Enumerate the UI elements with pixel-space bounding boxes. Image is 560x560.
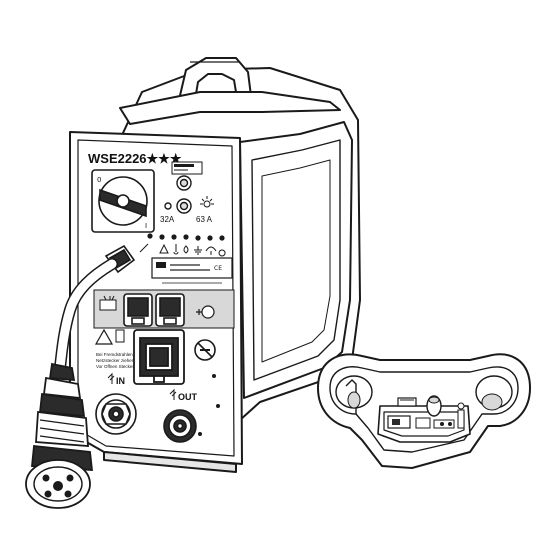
warning-triangle-icon [94, 328, 114, 345]
panel-screws [198, 374, 220, 436]
pendant-components [387, 395, 465, 429]
warning-text-3: Vor Offnen Stecker ziehen [96, 364, 149, 369]
latch-left[interactable] [123, 293, 153, 327]
warning-text-2: Netzstecker ziehen [96, 358, 135, 363]
socket-box[interactable] [133, 329, 185, 385]
type-plate: CE [151, 257, 233, 284]
fan-icon [218, 249, 226, 257]
connector-tab [397, 397, 417, 407]
tool-icon [139, 243, 149, 253]
no-symbol-icon [194, 339, 216, 361]
current-low-label: 32A [160, 215, 175, 224]
plug-pin-icon [42, 474, 74, 498]
out-label-icon [169, 388, 177, 400]
light-icon [200, 196, 214, 208]
svg-text:CE: CE [214, 265, 222, 272]
status-symbol-row [139, 243, 226, 257]
indicator-lamps [164, 175, 214, 214]
control-pendant [317, 353, 531, 469]
power-cable [54, 258, 118, 374]
info-plate [171, 161, 203, 175]
thermometer-icon [173, 244, 179, 255]
current-high-label: 63 A [196, 215, 213, 224]
port-in-label: IN [116, 376, 125, 386]
cee-power-plug [25, 362, 94, 509]
ground-icon [194, 246, 202, 255]
warning-triangle-icon [159, 243, 169, 254]
latch-right[interactable] [155, 293, 185, 327]
umbrella-icon [205, 246, 217, 255]
in-label-icon [107, 372, 115, 384]
model-label: WSE2226★★★ [88, 151, 182, 166]
switch-off-label: 0 [97, 176, 101, 184]
welding-mode-icon [99, 295, 117, 311]
switch-on-label: I [145, 222, 147, 230]
warning-text-1: Bei Fremdstrahlen [96, 352, 133, 357]
outlet-coupling[interactable] [163, 409, 197, 443]
main-rotary-switch[interactable]: 0 I [91, 169, 155, 233]
wire-feed-icon [196, 305, 215, 319]
warning-label [94, 328, 125, 345]
port-out-label: OUT [178, 392, 198, 402]
inlet-coupling[interactable] [95, 393, 137, 435]
water-icon [183, 245, 189, 254]
status-led-row [147, 233, 225, 241]
